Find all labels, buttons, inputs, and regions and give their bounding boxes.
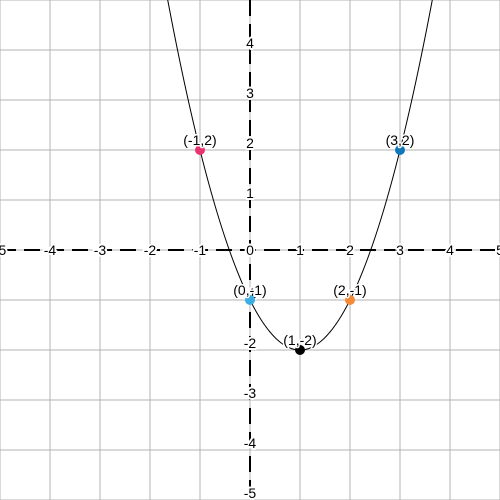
x-tick-label: -2 <box>144 242 157 258</box>
y-tick-label: 4 <box>246 35 254 51</box>
data-point-label: (0,-1) <box>233 282 266 298</box>
y-tick-label: -2 <box>244 335 257 351</box>
y-tick-label: -3 <box>244 385 257 401</box>
y-tick-label: 3 <box>246 85 254 101</box>
data-point-label: (1,-2) <box>283 332 316 348</box>
x-tick-label: 4 <box>446 242 454 258</box>
x-tick-label: -5 <box>0 242 6 258</box>
data-point-marker <box>195 145 205 155</box>
x-tick-label: -3 <box>94 242 107 258</box>
data-point-label: (3,2) <box>386 132 415 148</box>
y-tick-label: -4 <box>244 435 257 451</box>
data-point-marker <box>345 295 355 305</box>
x-tick-label: -4 <box>44 242 57 258</box>
data-point-label: (2,-1) <box>333 282 366 298</box>
x-tick-label: 3 <box>396 242 404 258</box>
data-point-marker <box>295 345 305 355</box>
y-tick-label: 1 <box>246 185 254 201</box>
y-tick-label: -5 <box>244 485 257 500</box>
data-point-label: (-1,2) <box>183 132 216 148</box>
x-tick-label: 1 <box>296 242 304 258</box>
y-tick-label: 5 <box>246 0 254 1</box>
x-tick-label: 2 <box>346 242 354 258</box>
y-tick-label: 2 <box>246 135 254 151</box>
data-point-marker <box>245 295 255 305</box>
x-tick-label: 5 <box>496 242 500 258</box>
x-tick-label: -1 <box>194 242 207 258</box>
data-points: (-1,2) (0,-1) (1,-2) (2,-1) (3,2) <box>182 131 416 355</box>
x-tick-label: 0 <box>246 242 254 258</box>
data-point-marker <box>395 145 405 155</box>
